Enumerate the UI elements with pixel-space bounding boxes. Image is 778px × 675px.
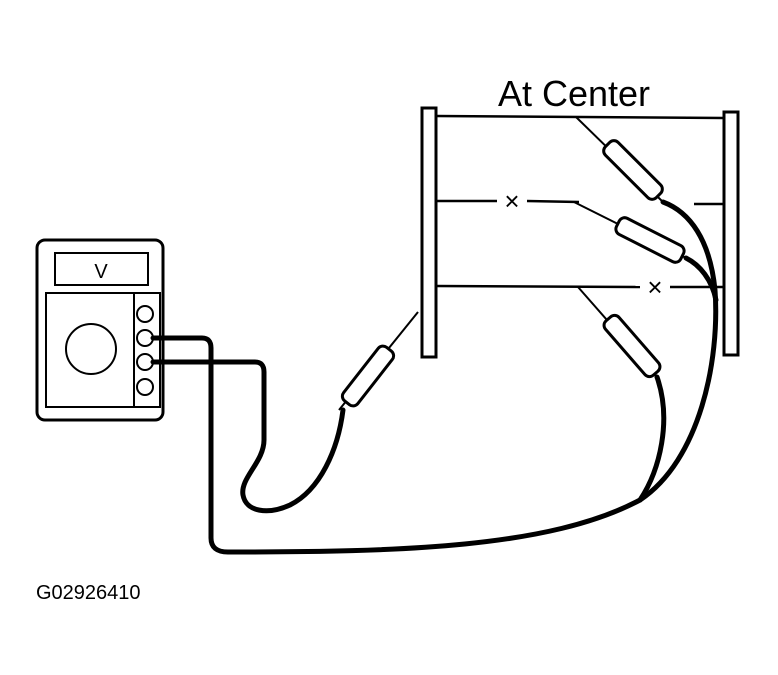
wire-break-mark: ×	[504, 186, 519, 216]
heater-wires	[435, 114, 725, 289]
frame-left-bar	[420, 106, 438, 359]
multimeter-display-label: V	[94, 261, 108, 283]
jack-1	[136, 305, 154, 323]
jack-4	[136, 378, 154, 396]
multimeter-display	[54, 252, 149, 286]
diagram-title: At Center	[498, 73, 650, 114]
probe-middle-wire	[573, 201, 687, 264]
test-leads	[150, 199, 719, 555]
positive-test-lead-branch	[683, 255, 719, 303]
multimeter-dial	[65, 323, 117, 375]
multimeter-jacks	[136, 305, 154, 396]
heater-wire-bottom	[435, 284, 641, 289]
probe-left-terminal	[338, 311, 419, 411]
figure-code: G02926410	[36, 582, 141, 604]
window-frame	[420, 106, 740, 359]
probe-top-wire	[575, 116, 664, 203]
frame-right-bar	[722, 110, 740, 357]
multimeter: V	[35, 238, 165, 422]
wire-break-mark: ×	[647, 272, 662, 302]
negative-test-lead	[150, 359, 346, 514]
probe-bottom-wire	[577, 286, 662, 379]
heater-wire-top	[435, 114, 725, 120]
positive-test-lead-branch	[637, 374, 667, 503]
